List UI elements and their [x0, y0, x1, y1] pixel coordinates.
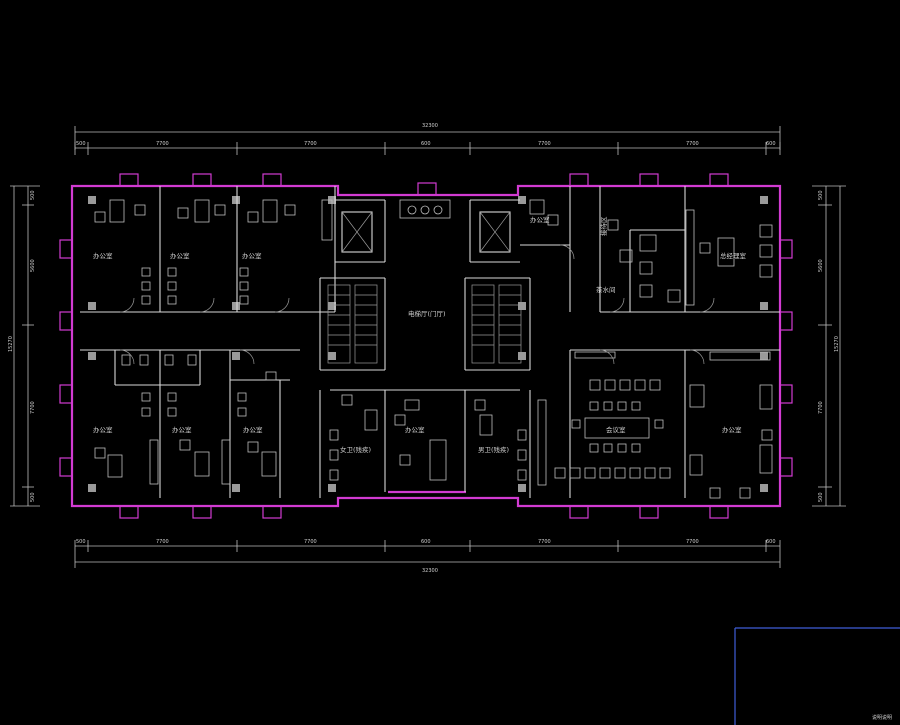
room-label-meeting: 会议室: [606, 425, 626, 434]
room-label-office-5: 办公室: [172, 425, 192, 434]
elevator-right: [479, 211, 511, 253]
door-swings: [119, 244, 715, 365]
dim-bottom-2: 7700: [156, 539, 169, 545]
room-label-office-3: 办公室: [242, 251, 262, 260]
dim-right-3: 7700: [818, 401, 824, 414]
dim-left-overall: 15270: [8, 336, 14, 352]
dim-bottom-6: 7700: [686, 539, 699, 545]
room-label-office-2: 办公室: [170, 251, 190, 260]
elevator-left: [341, 211, 373, 253]
room-label-office-4: 办公室: [93, 425, 113, 434]
room-label-office-8: 办公室: [530, 215, 550, 224]
dim-top-6: 7700: [686, 141, 699, 147]
building-boundary: [70, 184, 782, 508]
dim-right-4: 500: [818, 492, 824, 502]
dim-top-3: 7700: [304, 141, 317, 147]
dim-bottom-5: 7700: [538, 539, 551, 545]
dim-left-4: 500: [30, 492, 36, 502]
dim-left-3: 7700: [30, 401, 36, 414]
dim-right-overall: 15270: [834, 336, 840, 352]
dim-top-4: 600: [421, 141, 431, 147]
room-label-office-1: 办公室: [93, 251, 113, 260]
dim-top-5: 7700: [538, 141, 551, 147]
left-dimension-lines: [10, 185, 40, 507]
dim-overall-top: 32300: [422, 123, 438, 129]
dim-top-1: 500: [76, 141, 86, 147]
room-label-toilet-f: 女卫(残疾): [340, 445, 371, 454]
top-dimension-lines: [74, 126, 781, 155]
room-label-lounge: 接待区: [599, 216, 608, 236]
title-block-text: 说明说明: [872, 714, 892, 721]
dim-overall-bottom: 32300: [422, 568, 438, 574]
dim-bottom-3: 7700: [304, 539, 317, 545]
bottom-dimension-lines: [74, 540, 781, 568]
dim-bottom-4: 600: [421, 539, 431, 545]
dim-top-2: 7700: [156, 141, 169, 147]
dim-top-7: 600: [766, 141, 776, 147]
room-label-gm-office: 总经理室: [720, 251, 747, 260]
room-label-lobby: 电梯厅(门厅): [408, 309, 446, 318]
dim-bottom-7: 600: [766, 539, 776, 545]
title-block-frame: [734, 627, 900, 725]
dim-left-1: 500: [30, 190, 36, 200]
room-label-pantry: 茶水间: [596, 285, 616, 294]
dim-right-2: 5600: [818, 259, 824, 272]
window-bays: [59, 173, 793, 519]
dim-right-1: 500: [818, 190, 824, 200]
room-label-office-7: 办公室: [405, 425, 425, 434]
right-dimension-lines: [812, 185, 846, 507]
room-label-office-9: 办公室: [722, 425, 742, 434]
office-furniture: [94, 199, 773, 499]
room-label-toilet-m: 男卫(残疾): [478, 445, 509, 454]
stair-right: [471, 284, 522, 364]
room-label-office-6: 办公室: [243, 425, 263, 434]
dim-bottom-1: 500: [76, 539, 86, 545]
stair-left: [327, 284, 378, 364]
dim-left-2: 5600: [30, 259, 36, 272]
